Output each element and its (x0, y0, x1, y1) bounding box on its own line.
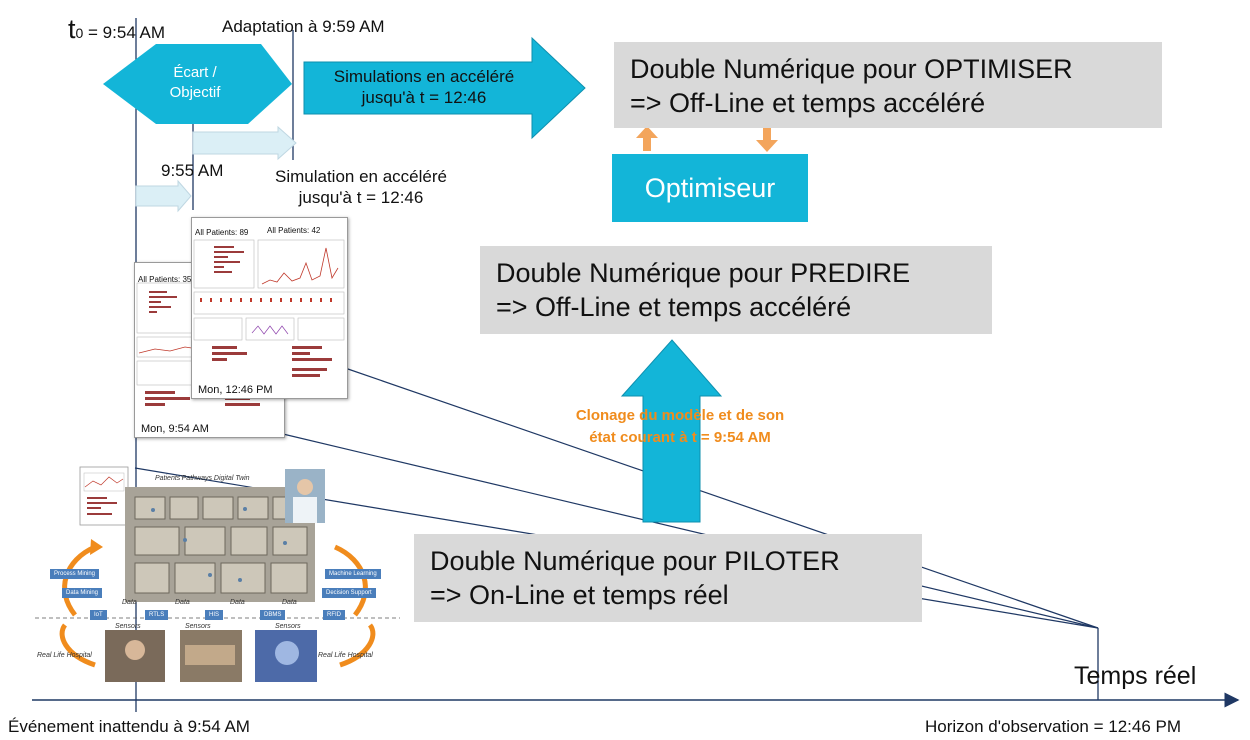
horizon-label: Horizon d'observation = 12:46 PM (925, 717, 1182, 736)
dashboard-front-header: All Patients: 89 (195, 228, 249, 237)
hospital-illustration-art (35, 466, 400, 682)
box-predire: Double Numérique pour PREDIRE => Off-Lin… (480, 246, 992, 334)
simulations-line1: Simulations en accéléré (333, 67, 515, 86)
real-life-hospital-left: Real Life Hospital (37, 652, 92, 659)
adaptation-label: Adaptation à 9:59 AM (222, 17, 385, 36)
dashboard-front-caption: Mon, 12:46 PM (196, 384, 275, 396)
hospital-digital-twin-illustration: Patients'Pathways Digital Twin Process M… (35, 465, 400, 690)
projection-line-front (344, 367, 1099, 629)
dashboard-screenshot-front: All Patients: 89 All Patients: 42 Mon, 1… (191, 217, 348, 399)
clonage-up-arrow (620, 339, 723, 523)
machine-learning-tag: Machine Learning (325, 569, 381, 579)
box-optimiser: Double Numérique pour OPTIMISER => Off-L… (614, 42, 1162, 128)
simulation-arrow-light (192, 125, 297, 161)
predire-line2: => Off-Line et temps accéléré (496, 292, 852, 322)
time-955-label: 9:55 AM (161, 161, 224, 180)
sensor-tag-rtls: RTLS (145, 610, 169, 620)
t0-letter: t (68, 14, 76, 44)
hospital-title: Patients'Pathways Digital Twin (155, 475, 250, 482)
orange-down-arrow (756, 127, 778, 152)
clonage-text: Clonage du modèle et de son état courant… (530, 405, 830, 449)
optimiseur-box: Optimiseur (612, 154, 808, 222)
ecart-diamond (103, 44, 292, 124)
sensor-tag-his: HIS (205, 610, 224, 620)
clonage-line1: Clonage du modèle et de son (575, 407, 785, 424)
dashboard-front-header2: All Patients: 42 (267, 226, 321, 235)
optimiser-line1: Double Numérique pour OPTIMISER (630, 54, 1073, 84)
simulation-accelere-text: Simulation en accéléré jusqu'à t = 12:46 (245, 166, 477, 208)
sensors-label-2: Sensors (185, 623, 211, 630)
dashboard-front-charts (193, 239, 345, 377)
ecart-objectif-text: Écart / Objectif (150, 63, 240, 103)
projection-line-back (282, 433, 1099, 629)
t0-label: t0 = 9:54 AM (68, 14, 165, 45)
optimiser-line2: => Off-Line et temps accéléré (630, 88, 986, 118)
t0-subscript: 0 (75, 25, 84, 41)
simulation-line1: Simulation en accéléré (275, 167, 447, 186)
dashboard-back-caption: Mon, 9:54 AM (139, 423, 211, 435)
simulations-big-arrow (303, 36, 586, 140)
sensors-label-1: Sensors (115, 623, 141, 630)
simulations-line2: jusqu'à t = 12:46 (361, 88, 487, 107)
dashboard-back-header: All Patients: 35 (138, 275, 192, 284)
process-mining-tag: Process Mining (50, 569, 100, 579)
axis-label-temps-reel: Temps réel (1074, 662, 1197, 690)
clonage-line2: état courant à t = 9:54 AM (589, 429, 771, 446)
sensor-tag-iot: IoT (90, 610, 107, 620)
decision-support-tag: Decision Support (322, 588, 376, 598)
simulations-text: Simulations en accéléré jusqu'à t = 12:4… (316, 66, 532, 108)
data-mining-tag: Data Mining (62, 588, 103, 598)
ecart-line1: Écart / (173, 64, 217, 81)
orange-up-arrow (636, 126, 658, 151)
piloter-line2: => On-Line et temps réel (430, 580, 729, 610)
data-label-1: Data (122, 599, 137, 606)
sensor-tag-dbms: DBMS (260, 610, 286, 620)
simulation-arrow-small (135, 179, 192, 213)
t0-time: = 9:54 AM (83, 23, 166, 42)
piloter-line1: Double Numérique pour PILOTER (430, 546, 840, 576)
box-piloter: Double Numérique pour PILOTER => On-Line… (414, 534, 922, 622)
simulation-line2: jusqu'à t = 12:46 (298, 188, 424, 207)
predire-line1: Double Numérique pour PREDIRE (496, 258, 911, 288)
ecart-line2: Objectif (169, 84, 221, 101)
sensor-tag-rfid: RFID (323, 610, 345, 620)
sensors-label-3: Sensors (275, 623, 301, 630)
data-label-4: Data (282, 599, 297, 606)
event-label: Événement inattendu à 9:54 AM (8, 717, 250, 736)
data-label-3: Data (230, 599, 245, 606)
data-label-2: Data (175, 599, 190, 606)
real-life-hospital-right: Real Life Hospital (318, 652, 373, 659)
